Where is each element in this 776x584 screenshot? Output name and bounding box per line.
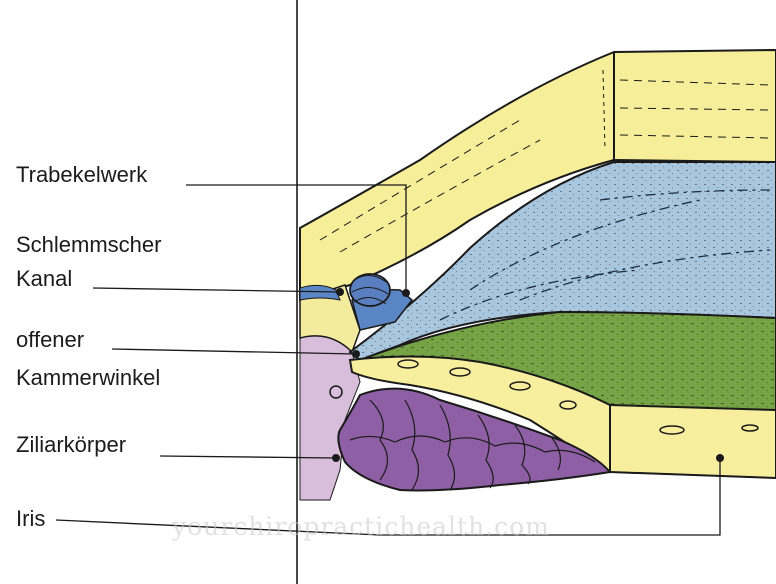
green-texture [360, 312, 776, 418]
ciliary-folds [349, 399, 596, 491]
label-kanal: Kanal [16, 266, 73, 291]
limbal-tissue [299, 284, 361, 354]
label-ziliarkoerper: Ziliarkörper [16, 432, 127, 457]
ciliary-body [337, 387, 612, 492]
iris-pores [397, 359, 759, 435]
label-offener: offener [16, 327, 85, 352]
leader-dots [332, 288, 724, 462]
cornea-strokes [439, 189, 771, 321]
leader-schlemm [92, 287, 341, 293]
lower-tissue [609, 471, 776, 479]
schlemm-rings [351, 275, 389, 305]
cornea-texture [350, 162, 776, 360]
label-trabekelwerk: Trabekelwerk [16, 162, 148, 187]
watermark: yourchiropractichealth.com [172, 512, 550, 541]
leader-trabekelwerk [186, 184, 407, 293]
leader-lines [55, 184, 721, 536]
leader-iris [55, 460, 721, 536]
sclera-crease [602, 69, 606, 151]
vessel-ring [329, 385, 343, 399]
leader-ziliar [159, 455, 337, 459]
label-iris: Iris [16, 506, 46, 531]
sclera-fibers [319, 79, 771, 253]
label-schlemmscher: Schlemmscher [16, 232, 162, 257]
schlemm-canal [349, 273, 391, 307]
collector-channel [299, 284, 341, 301]
label-kammerwinkel: Kammerwinkel [16, 365, 161, 390]
sclera-layer [299, 48, 776, 302]
leader-kammerwinkel [111, 348, 357, 355]
